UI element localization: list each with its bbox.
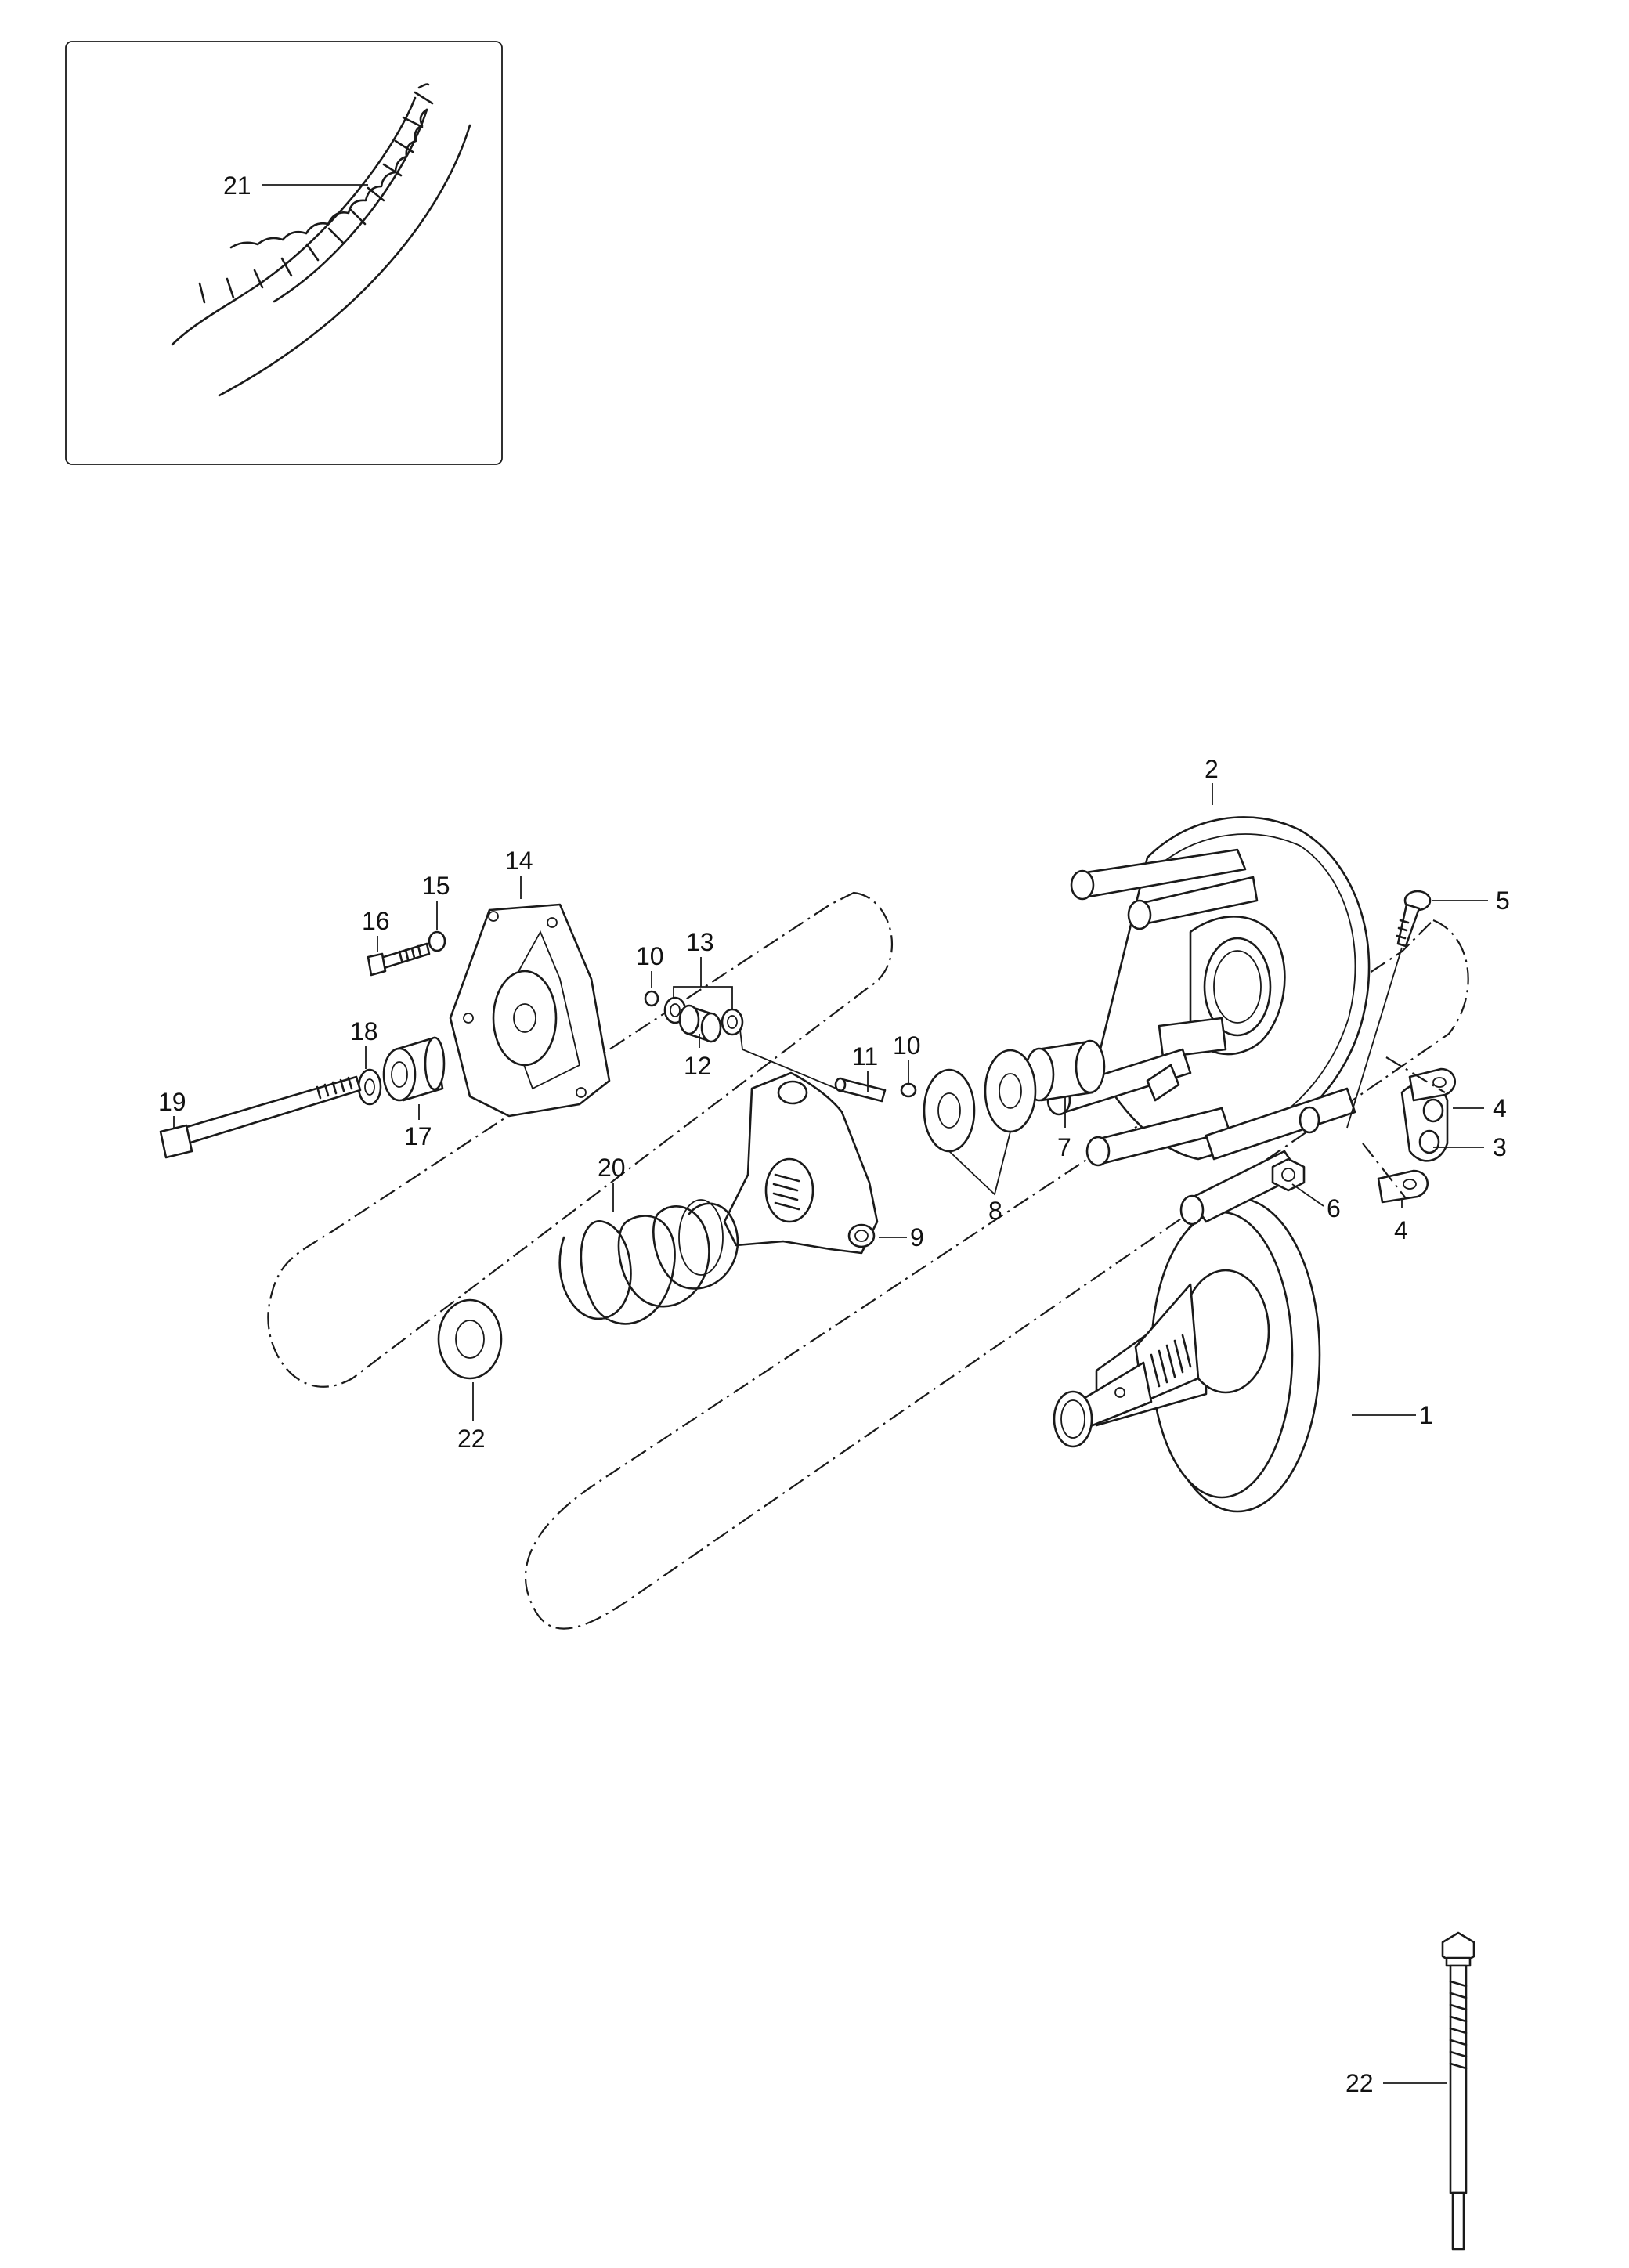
callout-18: 18 xyxy=(350,1017,378,1046)
part-1-fixed-sheave xyxy=(1053,1197,1321,1513)
callout-17: 17 xyxy=(404,1122,432,1150)
callout-9: 9 xyxy=(910,1223,924,1251)
part-18-lock-washer xyxy=(357,1068,382,1106)
callout-11: 11 xyxy=(852,1042,878,1071)
part-13-washer-b xyxy=(721,1008,744,1036)
callout-13: 13 xyxy=(686,928,714,956)
inset-belt-detail: 21 xyxy=(65,41,503,465)
roller-group-bracket xyxy=(1362,1056,1446,1199)
callout-4-lower: 4 xyxy=(1394,1216,1408,1244)
callout-6: 6 xyxy=(1327,1194,1341,1222)
drive-belt-drawing xyxy=(171,83,471,397)
part-22-washer xyxy=(437,1298,503,1380)
roller-guide-line xyxy=(739,1029,847,1093)
callout-4-upper: 4 xyxy=(1493,1094,1507,1122)
callout-8: 8 xyxy=(988,1197,1002,1225)
callout-7: 7 xyxy=(1057,1133,1071,1161)
part-19-long-bolt xyxy=(159,1075,362,1159)
callout-15: 15 xyxy=(422,872,450,900)
part-2-movable-sheave xyxy=(1046,816,1371,1226)
part-12-roller xyxy=(678,1004,722,1043)
callout-12: 12 xyxy=(684,1052,712,1080)
callout-10-left: 10 xyxy=(636,942,664,970)
part-17-bushing xyxy=(382,1036,446,1102)
inset-frame xyxy=(65,41,503,465)
callout-14: 14 xyxy=(505,847,533,875)
part-14-cover-plate xyxy=(449,903,611,1118)
part-10-pin-a xyxy=(644,990,659,1007)
callout-16: 16 xyxy=(362,907,390,935)
part-20-spring xyxy=(558,1199,739,1325)
callout-3: 3 xyxy=(1493,1133,1507,1161)
callout-10-right: 10 xyxy=(893,1031,921,1060)
callout-1: 1 xyxy=(1419,1401,1433,1429)
part-15-washer xyxy=(428,930,446,952)
part-22-tool-bolt xyxy=(1441,1931,1475,2251)
part-5-screw xyxy=(1346,890,1432,1129)
callout-20: 20 xyxy=(598,1154,626,1182)
callout-2: 2 xyxy=(1205,755,1219,783)
callout-5: 5 xyxy=(1496,887,1510,915)
callout-22-bolt: 22 xyxy=(1345,2069,1374,2097)
part-9-spider xyxy=(723,1071,879,1255)
belt-outline-lower xyxy=(524,919,1469,1630)
part-8-washer-a xyxy=(923,1068,976,1153)
callout-labels: 1 2 3 4 4 5 6 7 8 9 10 10 11 12 13 14 15… xyxy=(158,755,1510,2097)
callout-21: 21 xyxy=(223,172,251,200)
belt-outline-upper xyxy=(267,891,893,1388)
part-11-pin xyxy=(834,1077,887,1103)
callout-22-washer: 22 xyxy=(457,1425,486,1453)
part-8-washer-b xyxy=(984,1049,1037,1133)
part-16-bolt xyxy=(367,942,431,977)
part-4-plate-lower xyxy=(1377,1169,1429,1204)
leader-lines xyxy=(173,783,1488,2084)
part-10-pin-b xyxy=(900,1082,917,1098)
callout-19: 19 xyxy=(158,1088,186,1116)
part-6-nut xyxy=(1271,1157,1306,1192)
part-7-bushing xyxy=(1024,1039,1106,1102)
